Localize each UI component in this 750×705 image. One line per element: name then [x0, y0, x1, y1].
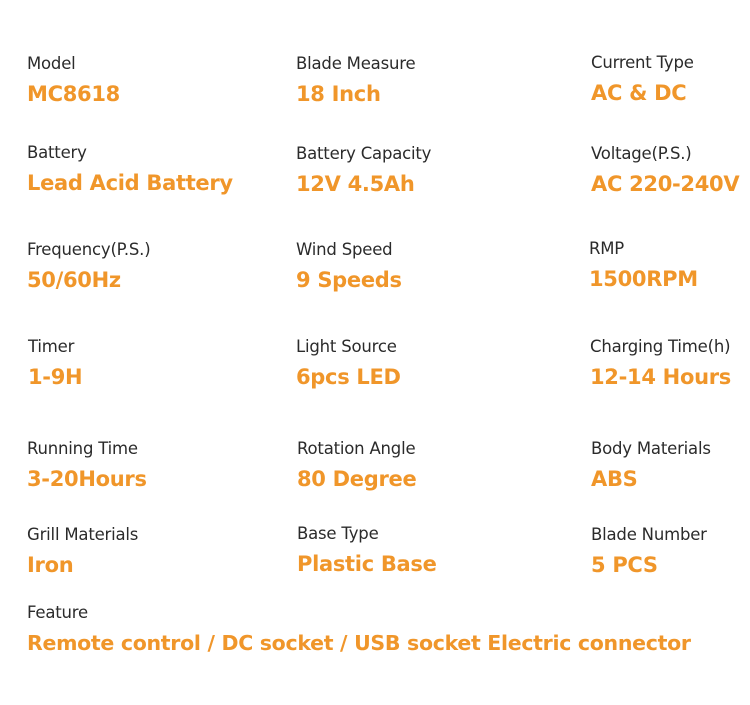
- spec-label: Blade Measure: [296, 54, 416, 73]
- spec-wind-speed: Wind Speed 9 Speeds: [296, 240, 402, 293]
- spec-rmp: RMP 1500RPM: [589, 239, 698, 292]
- spec-label: Wind Speed: [296, 240, 393, 259]
- feature-label: Feature: [27, 603, 88, 622]
- spec-value: 1-9H: [28, 365, 83, 389]
- spec-value: ABS: [591, 467, 638, 491]
- spec-value: 12-14 Hours: [590, 365, 731, 389]
- spec-voltage: Voltage(P.S.) AC 220-240V: [591, 144, 740, 197]
- spec-label: RMP: [589, 239, 625, 258]
- spec-value: 3-20Hours: [27, 467, 147, 491]
- spec-charging-time: Charging Time(h) 12-14 Hours: [590, 337, 731, 390]
- spec-timer: Timer 1-9H: [28, 337, 83, 390]
- spec-grill-materials: Grill Materials Iron: [27, 525, 138, 578]
- spec-label: Charging Time(h): [590, 337, 731, 356]
- spec-label: Model: [27, 54, 76, 73]
- spec-label: Base Type: [297, 524, 379, 543]
- spec-value: 12V 4.5Ah: [296, 172, 415, 196]
- spec-value: AC 220-240V: [591, 172, 740, 196]
- spec-value: 50/60Hz: [27, 268, 121, 292]
- spec-value: 6pcs LED: [296, 365, 401, 389]
- spec-label: Battery: [27, 143, 87, 162]
- spec-blade-measure: Blade Measure 18 Inch: [296, 54, 416, 107]
- spec-blade-number: Blade Number 5 PCS: [591, 525, 707, 578]
- spec-value: MC8618: [27, 82, 120, 106]
- spec-label: Body Materials: [591, 439, 711, 458]
- spec-label: Frequency(P.S.): [27, 240, 151, 259]
- spec-value: 1500RPM: [589, 267, 698, 291]
- spec-label: Blade Number: [591, 525, 707, 544]
- spec-value: Lead Acid Battery: [27, 171, 233, 195]
- spec-label: Current Type: [591, 53, 694, 72]
- spec-value: 18 Inch: [296, 82, 381, 106]
- spec-rotation-angle: Rotation Angle 80 Degree: [297, 439, 417, 492]
- spec-label: Light Source: [296, 337, 397, 356]
- spec-value: 80 Degree: [297, 467, 417, 491]
- spec-value: 5 PCS: [591, 553, 658, 577]
- spec-label: Voltage(P.S.): [591, 144, 692, 163]
- spec-frequency: Frequency(P.S.) 50/60Hz: [27, 240, 151, 293]
- spec-running-time: Running Time 3-20Hours: [27, 439, 147, 492]
- spec-battery-capacity: Battery Capacity 12V 4.5Ah: [296, 144, 431, 197]
- spec-label: Grill Materials: [27, 525, 139, 544]
- spec-model: Model MC8618: [27, 54, 120, 107]
- spec-label: Running Time: [27, 439, 138, 458]
- spec-value: Plastic Base: [297, 552, 437, 576]
- spec-label: Rotation Angle: [297, 439, 416, 458]
- spec-body-materials: Body Materials ABS: [591, 439, 711, 492]
- spec-label: Timer: [28, 337, 75, 356]
- spec-value: AC & DC: [591, 81, 687, 105]
- spec-label: Battery Capacity: [296, 144, 432, 163]
- spec-current-type: Current Type AC & DC: [591, 53, 694, 106]
- spec-value: Iron: [27, 553, 74, 577]
- spec-base-type: Base Type Plastic Base: [297, 524, 437, 577]
- spec-battery: Battery Lead Acid Battery: [27, 143, 233, 196]
- spec-light-source: Light Source 6pcs LED: [296, 337, 401, 390]
- spec-value: 9 Speeds: [296, 268, 402, 292]
- feature-value: Remote control / DC socket / USB socket …: [27, 631, 691, 655]
- spec-feature: Feature Remote control / DC socket / USB…: [27, 603, 691, 656]
